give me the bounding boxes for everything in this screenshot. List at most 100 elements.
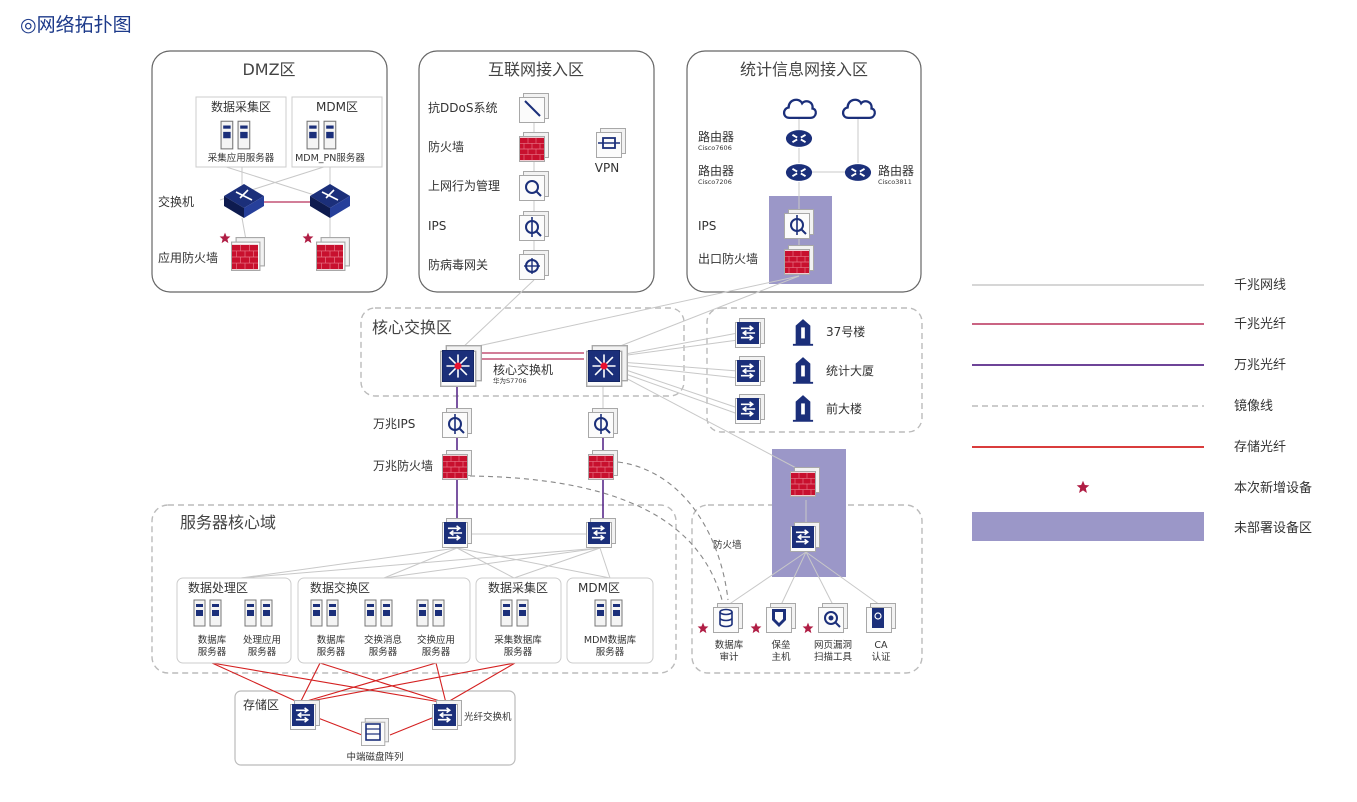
dmz-switch-icon-1 (224, 184, 264, 218)
router1-label: 路由器 (698, 129, 734, 144)
process-subzone (176, 577, 292, 664)
security-item-l2: 认证 (871, 651, 891, 663)
dmz-zone-title: DMZ区 (242, 60, 295, 79)
stat-ips-icon (790, 215, 807, 235)
router2-model: Cisco7206 (698, 178, 732, 186)
core-switch-model: 华为S7706 (493, 376, 527, 385)
legend-label: 千兆光纤 (1234, 317, 1286, 332)
exit-firewall-icon (785, 250, 809, 274)
legend-label: 未部署设备区 (1234, 520, 1312, 536)
dmz-mdm-server-label: MDM_PN服务器 (295, 152, 365, 164)
building-icon (792, 318, 814, 346)
dmz-app-firewall-icon-2 (317, 244, 343, 270)
exit-firewall-label: 出口防火墙 (698, 251, 758, 266)
disk-array-label: 中端磁盘阵列 (346, 751, 403, 763)
dmz-app-firewall-label: 应用防火墙 (158, 250, 218, 265)
behavior-label: 上网行为管理 (428, 178, 500, 193)
legend-label: 万兆光纤 (1234, 358, 1286, 373)
stat-net-zone-title: 统计信息网接入区 (740, 60, 868, 79)
core-switch-icon-1 (442, 350, 474, 382)
building-switch-icon-1 (737, 322, 759, 344)
new-device-star-icon (697, 622, 709, 634)
buildings-zone (706, 307, 923, 433)
gigabit-cable-lines (219, 118, 881, 606)
router-icon (785, 129, 813, 148)
server-label-l2: 服务器 (317, 646, 346, 658)
legend-label: 本次新增设备 (1234, 480, 1312, 496)
core-firewall-icon-2 (589, 455, 613, 479)
server-label-l1: 采集数据库 (494, 634, 542, 646)
stat-ips-frame (784, 209, 814, 239)
building-label-3: 前大楼 (826, 401, 862, 416)
bastion-host-icon (772, 609, 786, 627)
new-device-star-icon (750, 622, 762, 634)
dmz-collect-server-label: 采集应用服务器 (208, 152, 275, 164)
security-item-l1: 保垒 (771, 639, 790, 651)
internet-ips-label: IPS (428, 219, 446, 233)
legend-label: 镜像线 (1234, 399, 1273, 414)
router-icon (785, 163, 813, 182)
security-item-l1: 数据库 (715, 639, 744, 651)
security-firewall-icon (791, 472, 815, 496)
router2-label: 路由器 (698, 163, 734, 178)
building-switch-icon-3 (737, 398, 759, 420)
internet-zone-title: 互联网接入区 (488, 60, 584, 79)
db-audit-icon (719, 608, 733, 628)
building-icon (792, 394, 814, 422)
mdm-subzone (566, 577, 654, 664)
gigabit-fiber-lines (262, 201, 584, 360)
mdm-subzone-title: MDM区 (578, 581, 620, 595)
security-item-l2: 审计 (719, 651, 739, 663)
core-ips-icon-2 (594, 414, 611, 434)
building-icon (792, 356, 814, 384)
stat-ips-label: IPS (698, 219, 716, 233)
server-label-l2: 服务器 (248, 646, 277, 658)
core-ips-frame-2 (588, 408, 618, 438)
router3-model: Cisco3811 (878, 178, 912, 186)
legend-label: 存储光纤 (1234, 440, 1286, 455)
server-label-l2: 服务器 (422, 646, 451, 658)
server-label-l2: 服务器 (369, 646, 398, 658)
internet-ips-icon (525, 217, 542, 237)
security-item-l1: CA (874, 640, 888, 651)
server-core-zone-title: 服务器核心域 (180, 513, 276, 532)
page-title: ◎网络拓扑图 (20, 14, 132, 36)
dmz-app-firewall-icon-1 (232, 244, 258, 270)
core-switch-label: 核心交换机 (493, 362, 553, 377)
storage-switch-icon-1 (292, 704, 314, 726)
security-item-l2: 扫描工具 (814, 651, 853, 663)
legend-label: 千兆网线 (1234, 278, 1286, 293)
server-label-l1: 处理应用 (243, 634, 281, 646)
server-label-l1: 数据库 (317, 634, 346, 646)
server-label-l2: 服务器 (198, 646, 227, 658)
server-label-l1: MDM数据库 (584, 634, 637, 646)
server-label-l1: 数据库 (198, 634, 227, 646)
ddos-icon (524, 100, 541, 117)
router1-model: Cisco7606 (698, 144, 732, 152)
storage-fiber-lines (211, 662, 516, 736)
cloud-icon (782, 98, 817, 120)
new-device-star-icon (802, 622, 814, 634)
internet-firewall-label: 防火墙 (428, 139, 464, 154)
core-ips-label: 万兆IPS (373, 417, 415, 431)
security-item-l1: 网页漏洞 (814, 639, 852, 651)
building-switch-icon-2 (737, 360, 759, 382)
10g-fiber-lines (456, 385, 604, 520)
building-label-1: 37号楼 (826, 324, 865, 339)
legend-undeployed-swatch (972, 512, 1204, 541)
security-firewall-label: 防火墙 (713, 539, 742, 551)
server-label-l2: 服务器 (504, 646, 533, 658)
collect-subzone-title: 数据采集区 (488, 580, 548, 595)
server-core-switch-icon-2 (588, 522, 610, 544)
behavior-icon-frame (519, 171, 549, 201)
security-item-l2: 主机 (771, 651, 791, 663)
dmz-switch-icon-2 (310, 184, 350, 218)
antivirus-icon (524, 258, 540, 274)
router-icon (844, 163, 872, 182)
router3-label: 路由器 (878, 163, 914, 178)
building-label-2: 统计大厦 (826, 364, 874, 378)
antivirus-label: 防病毒网关 (428, 257, 488, 272)
internet-firewall-icon (520, 137, 544, 161)
server-label-l1: 交换应用 (417, 634, 455, 646)
